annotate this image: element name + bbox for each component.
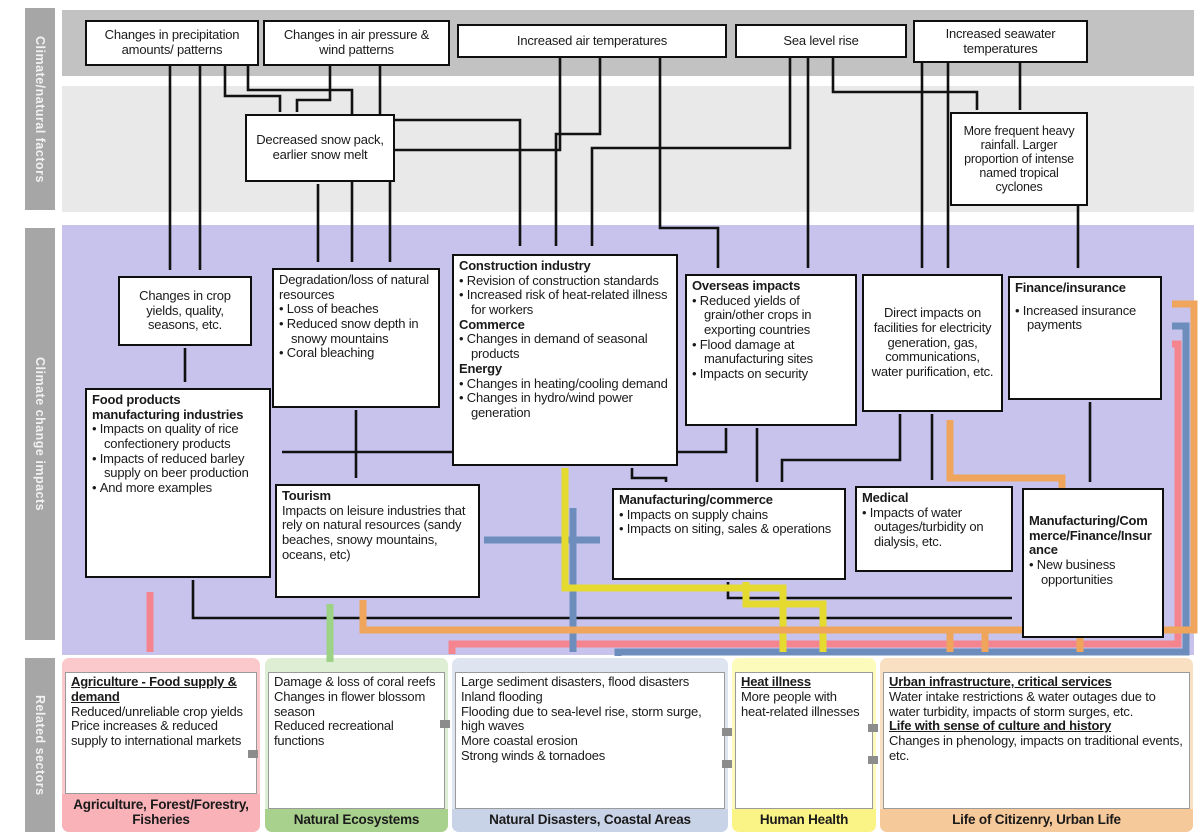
bullet: Impacts of reduced barley supply on beer… — [92, 451, 264, 481]
bullet: Loss of beaches — [279, 302, 433, 317]
sector-entry-text: Changes in phenology, impacts on traditi… — [889, 733, 1183, 764]
sidebar-label-climate-natural-factors: Climate/natural factors — [25, 8, 55, 210]
bullet: Flood damage at manufacturing sites — [692, 337, 850, 367]
box-heading: Tourism — [282, 488, 331, 503]
impact-box-manufacturing-commerce: Manufacturing/commerce Impacts on supply… — [612, 488, 846, 580]
sidebar-label-climate-change-impacts: Climate change impacts — [25, 228, 55, 640]
sector-urban-box: Urban infrastructure, critical services … — [883, 672, 1190, 810]
bullet: Increased insurance payments — [1015, 303, 1155, 333]
bullet: And more examples — [92, 480, 264, 496]
factor-box-decreased-snow: Decreased snow pack, earlier snow melt — [245, 114, 395, 182]
sidebar-label-related-sectors: Related sectors — [25, 658, 55, 832]
sector-item: Changes in flower blossom season — [274, 688, 426, 719]
box-heading: Construction industry — [459, 258, 591, 273]
sector-footer-health: Human Health — [732, 809, 876, 832]
sector-entry-title: Urban infrastructure, critical services — [889, 674, 1112, 689]
box-heading: Manufacturing/Commerce/Finance/Insurance — [1029, 513, 1152, 558]
sector-item: Flooding due to sea-level rise, storm su… — [461, 703, 702, 734]
impact-box-finance-insurance: Finance/insurance Increased insurance pa… — [1008, 276, 1162, 400]
factor-box-air-temperatures: Increased air temperatures — [457, 24, 727, 58]
sector-footer-disasters: Natural Disasters, Coastal Areas — [452, 809, 728, 832]
factor-box-sea-level-rise: Sea level rise — [735, 24, 907, 58]
bullet: Impacts on quality of rice confectionery… — [92, 421, 264, 451]
bullet: Impacts on security — [692, 366, 850, 382]
sector-ecosystems-box: Damage & loss of coral reefs Changes in … — [268, 672, 445, 810]
impact-box-direct-facilities: Direct impacts on facilities for electri… — [862, 274, 1003, 412]
impact-box-tourism: Tourism Impacts on leisure industries th… — [275, 484, 480, 598]
sector-footer-urban: Life of Citizenry, Urban Life — [880, 809, 1193, 832]
bullet: Changes in hydro/wind power generation — [459, 390, 671, 420]
impact-box-construction-commerce-energy: Construction industry Revision of constr… — [452, 254, 678, 466]
bullet: Coral bleaching — [279, 346, 433, 361]
sector-disasters: Large sediment disasters, flood disaster… — [452, 658, 728, 832]
box-body: Impacts on leisure industries that rely … — [282, 502, 466, 562]
impact-box-medical: Medical Impacts of water outages/turbidi… — [855, 486, 1013, 572]
sector-item: Reduced recreational functions — [274, 718, 394, 749]
sector-footer-ecosystems: Natural Ecosystems — [265, 809, 448, 832]
sector-item: Strong winds & tornadoes — [461, 748, 606, 764]
sector-disasters-box: Large sediment disasters, flood disaster… — [455, 672, 725, 810]
sector-item: More people with heat-related illnesses — [741, 688, 860, 719]
impact-box-crop-yields: Changes in crop yields, quality, seasons… — [118, 276, 252, 346]
bullet: Impacts on supply chains — [619, 507, 839, 523]
box-heading: Medical — [862, 490, 909, 505]
impact-box-degradation: Degradation/loss of natural resources Lo… — [272, 268, 440, 408]
sector-item: More coastal erosion — [461, 733, 578, 749]
impact-box-mcfi: Manufacturing/Commerce/Finance/Insurance… — [1022, 488, 1164, 638]
factor-box-precipitation: Changes in precipitation amounts/ patter… — [85, 20, 259, 66]
sector-agriculture: Agriculture - Food supply & demand Reduc… — [62, 658, 260, 832]
sector-item: Large sediment disasters, flood disaster… — [461, 674, 690, 689]
bullet: Increased risk of heat-related illness f… — [459, 287, 671, 317]
bullet: New business opportunities — [1029, 557, 1157, 587]
impact-box-overseas: Overseas impacts Reduced yields of grain… — [685, 274, 857, 426]
factor-box-seawater-temperatures: Increased seawater temperatures — [913, 20, 1088, 63]
bullet: Changes in demand of seasonal products — [459, 331, 671, 361]
sector-item: Reduced/unreliable crop yields — [71, 703, 243, 719]
box-heading: Finance/insurance — [1015, 280, 1126, 295]
bullet: Revision of construction standards — [459, 273, 671, 289]
sector-health: Heat illness More people with heat-relat… — [732, 658, 876, 832]
box-heading: Commerce — [459, 316, 525, 332]
sector-item: Price increases & reduced supply to inte… — [71, 718, 242, 749]
sector-footer-agriculture: Agriculture, Forest/Forestry, Fisheries — [62, 793, 260, 832]
bullet: Changes in heating/cooling demand — [459, 376, 671, 392]
impact-box-food-products: Food products manufacturing industries I… — [85, 388, 271, 578]
box-heading: Energy — [459, 360, 502, 376]
bullet: Reduced yields of grain/other crops in e… — [692, 293, 850, 338]
sector-agriculture-box: Agriculture - Food supply & demand Reduc… — [65, 672, 257, 794]
sector-ecosystems: Damage & loss of coral reefs Changes in … — [265, 658, 448, 832]
bullet: Impacts of water outages/turbidity on di… — [862, 505, 1006, 550]
bullet: Reduced snow depth in snowy mountains — [279, 316, 433, 346]
box-title: Degradation/loss of natural resources — [279, 272, 429, 302]
box-heading: Manufacturing/commerce — [619, 492, 773, 507]
sector-entry-text: Water intake restrictions & water outage… — [889, 688, 1156, 719]
sector-item: Damage & loss of coral reefs — [274, 674, 436, 689]
sector-urban-life: Urban infrastructure, critical services … — [880, 658, 1193, 832]
sector-health-box: Heat illness More people with heat-relat… — [735, 672, 873, 810]
factor-box-air-pressure-wind: Changes in air pressure & wind patterns — [263, 20, 450, 66]
bullet: Impacts on siting, sales & operations — [619, 522, 839, 537]
sector-entry-title: Life with sense of culture and history — [889, 718, 1112, 734]
box-heading: Overseas impacts — [692, 278, 801, 293]
factor-box-heavy-rainfall-cyclones: More frequent heavy rainfall. Larger pro… — [950, 112, 1088, 206]
sector-title: Heat illness — [741, 674, 811, 689]
sector-title: Agriculture - Food supply & demand — [71, 674, 237, 704]
sector-item: Inland flooding — [461, 688, 543, 704]
box-heading: Food products manufacturing industries — [92, 392, 244, 422]
